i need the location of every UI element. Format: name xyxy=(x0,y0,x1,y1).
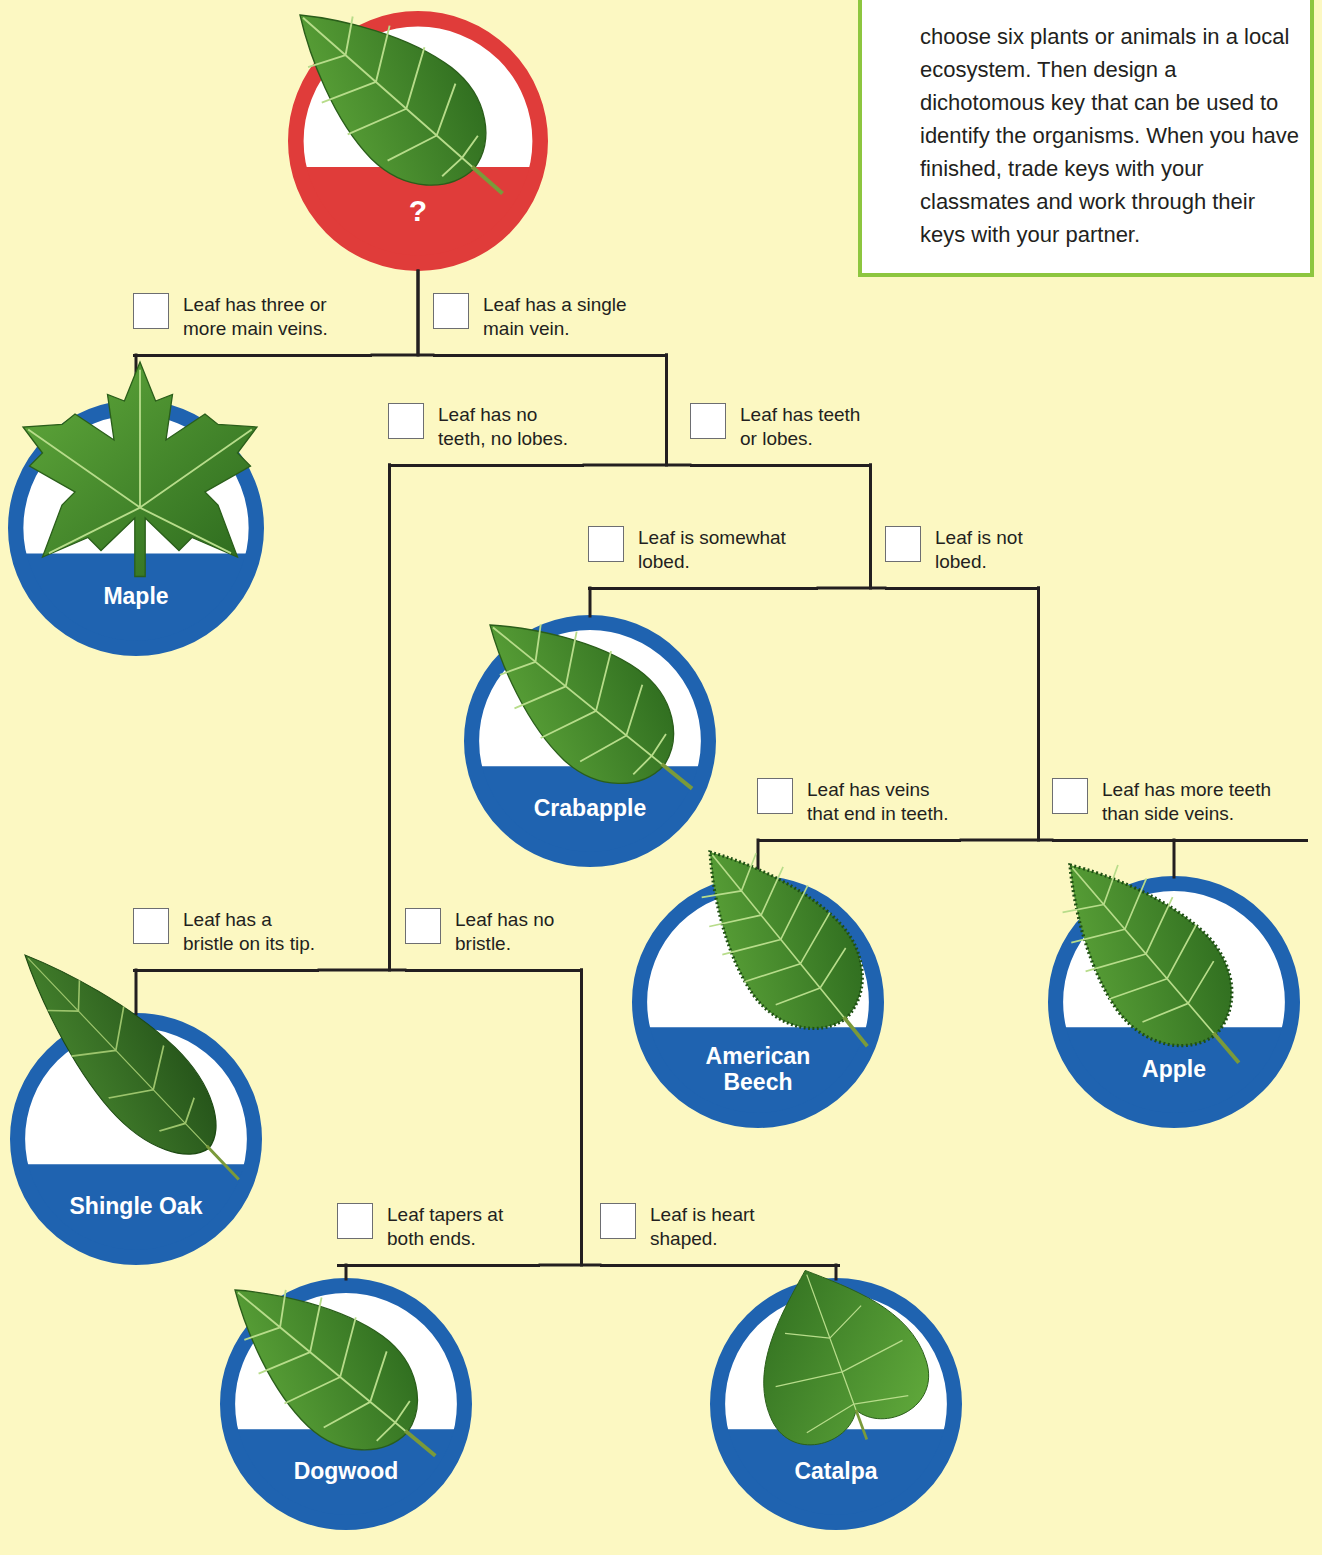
activity-text: choose six plants or animals in a local … xyxy=(920,20,1300,251)
key-branch xyxy=(835,1265,838,1279)
key-choice: Leaf has three or more main veins. xyxy=(133,293,372,356)
checkbox xyxy=(133,908,169,944)
checkbox xyxy=(1052,778,1088,814)
name-band: Catalpa xyxy=(710,1429,962,1515)
species-name: Shingle Oak xyxy=(70,1194,203,1220)
key-branch xyxy=(319,465,390,970)
key-branch xyxy=(372,271,418,355)
question-text: Leaf has more teeth than side veins. xyxy=(1102,778,1306,826)
key-choice: Leaf tapers at both ends. xyxy=(337,1203,540,1266)
key-choice: Leaf has a single main vein. xyxy=(433,293,668,356)
circle-frame xyxy=(10,1013,262,1265)
circle-frame xyxy=(220,1278,472,1530)
circle-frame xyxy=(8,400,264,656)
checkbox xyxy=(433,293,469,329)
question-text: Leaf has teeth or lobes. xyxy=(740,403,868,451)
name-band: Shingle Oak xyxy=(10,1164,262,1250)
leaf-circle: American Beech xyxy=(632,876,884,1128)
species-name: Maple xyxy=(103,584,168,610)
species-name: Crabapple xyxy=(534,796,646,822)
key-branch xyxy=(667,355,691,465)
checkbox xyxy=(388,403,424,439)
key-choice: Leaf is somewhat lobed. xyxy=(588,526,818,589)
checkbox xyxy=(405,908,441,944)
key-choice: Leaf is not lobed. xyxy=(885,526,1040,589)
leaf-circle: Dogwood xyxy=(220,1278,472,1530)
key-branch xyxy=(390,465,406,970)
leaf-circle: Maple xyxy=(8,400,264,656)
key-branch xyxy=(871,465,886,588)
maple-leaf xyxy=(23,362,257,577)
question-text: Leaf tapers at both ends. xyxy=(387,1203,536,1251)
question-text: Leaf has a single main vein. xyxy=(483,293,658,341)
checkbox xyxy=(757,778,793,814)
leaf-circle: ? xyxy=(288,11,548,271)
key-choice: Leaf has veins that end in teeth. xyxy=(757,778,961,841)
name-band: American Beech xyxy=(632,1027,884,1113)
leaf-circle: Apple xyxy=(1048,876,1300,1128)
checkbox xyxy=(600,1203,636,1239)
key-choice: Leaf has no teeth, no lobes. xyxy=(388,403,584,466)
name-band: Maple xyxy=(8,554,264,641)
question-text: Leaf has no bristle. xyxy=(455,908,579,956)
species-name: Catalpa xyxy=(794,1459,877,1485)
question-text: Leaf has no teeth, no lobes. xyxy=(438,403,578,451)
checkbox xyxy=(133,293,169,329)
key-branch xyxy=(1173,840,1176,877)
key-branch xyxy=(345,1265,348,1279)
key-branch xyxy=(418,271,433,355)
leaf-circle: Shingle Oak xyxy=(10,1013,262,1265)
question-text: Leaf has a bristle on its tip. xyxy=(183,908,315,956)
key-choice: Leaf has teeth or lobes. xyxy=(690,403,872,466)
checkbox xyxy=(885,526,921,562)
circle-frame xyxy=(710,1278,962,1530)
key-branch xyxy=(818,465,871,588)
key-branch xyxy=(584,355,667,465)
question-text: Leaf has veins that end in teeth. xyxy=(807,778,957,826)
key-choice: Leaf has no bristle. xyxy=(405,908,583,971)
key-branch xyxy=(589,588,592,616)
key-choice: Leaf has a bristle on its tip. xyxy=(133,908,319,971)
key-branch xyxy=(135,970,138,1014)
checkbox xyxy=(337,1203,373,1239)
checkbox xyxy=(588,526,624,562)
species-name: American Beech xyxy=(688,1044,828,1096)
question-text: Leaf is somewhat lobed. xyxy=(638,526,814,574)
name-band: Crabapple xyxy=(464,766,716,852)
name-band: Dogwood xyxy=(220,1429,472,1515)
key-choice: Leaf has more teeth than side veins. xyxy=(1052,778,1308,841)
circle-frame xyxy=(464,615,716,867)
circle-frame xyxy=(288,11,548,271)
leaf-circle: Catalpa xyxy=(710,1278,962,1530)
species-name: ? xyxy=(409,194,427,228)
checkbox xyxy=(690,403,726,439)
name-band: Apple xyxy=(1048,1027,1300,1113)
question-text: Leaf is heart shaped. xyxy=(650,1203,780,1251)
leaf-circle: Crabapple xyxy=(464,615,716,867)
key-branch xyxy=(540,970,582,1265)
key-branch xyxy=(582,970,601,1265)
name-band: ? xyxy=(288,167,548,255)
circle-frame xyxy=(1048,876,1300,1128)
question-text: Leaf has three or more main veins. xyxy=(183,293,363,341)
question-text: Leaf is not lobed. xyxy=(935,526,1036,574)
activity-box: choose six plants or animals in a local … xyxy=(858,0,1314,277)
key-branch xyxy=(961,588,1039,840)
species-name: Apple xyxy=(1142,1057,1206,1083)
key-branch xyxy=(1039,588,1053,840)
species-name: Dogwood xyxy=(294,1459,399,1485)
key-choice: Leaf is heart shaped. xyxy=(600,1203,840,1266)
